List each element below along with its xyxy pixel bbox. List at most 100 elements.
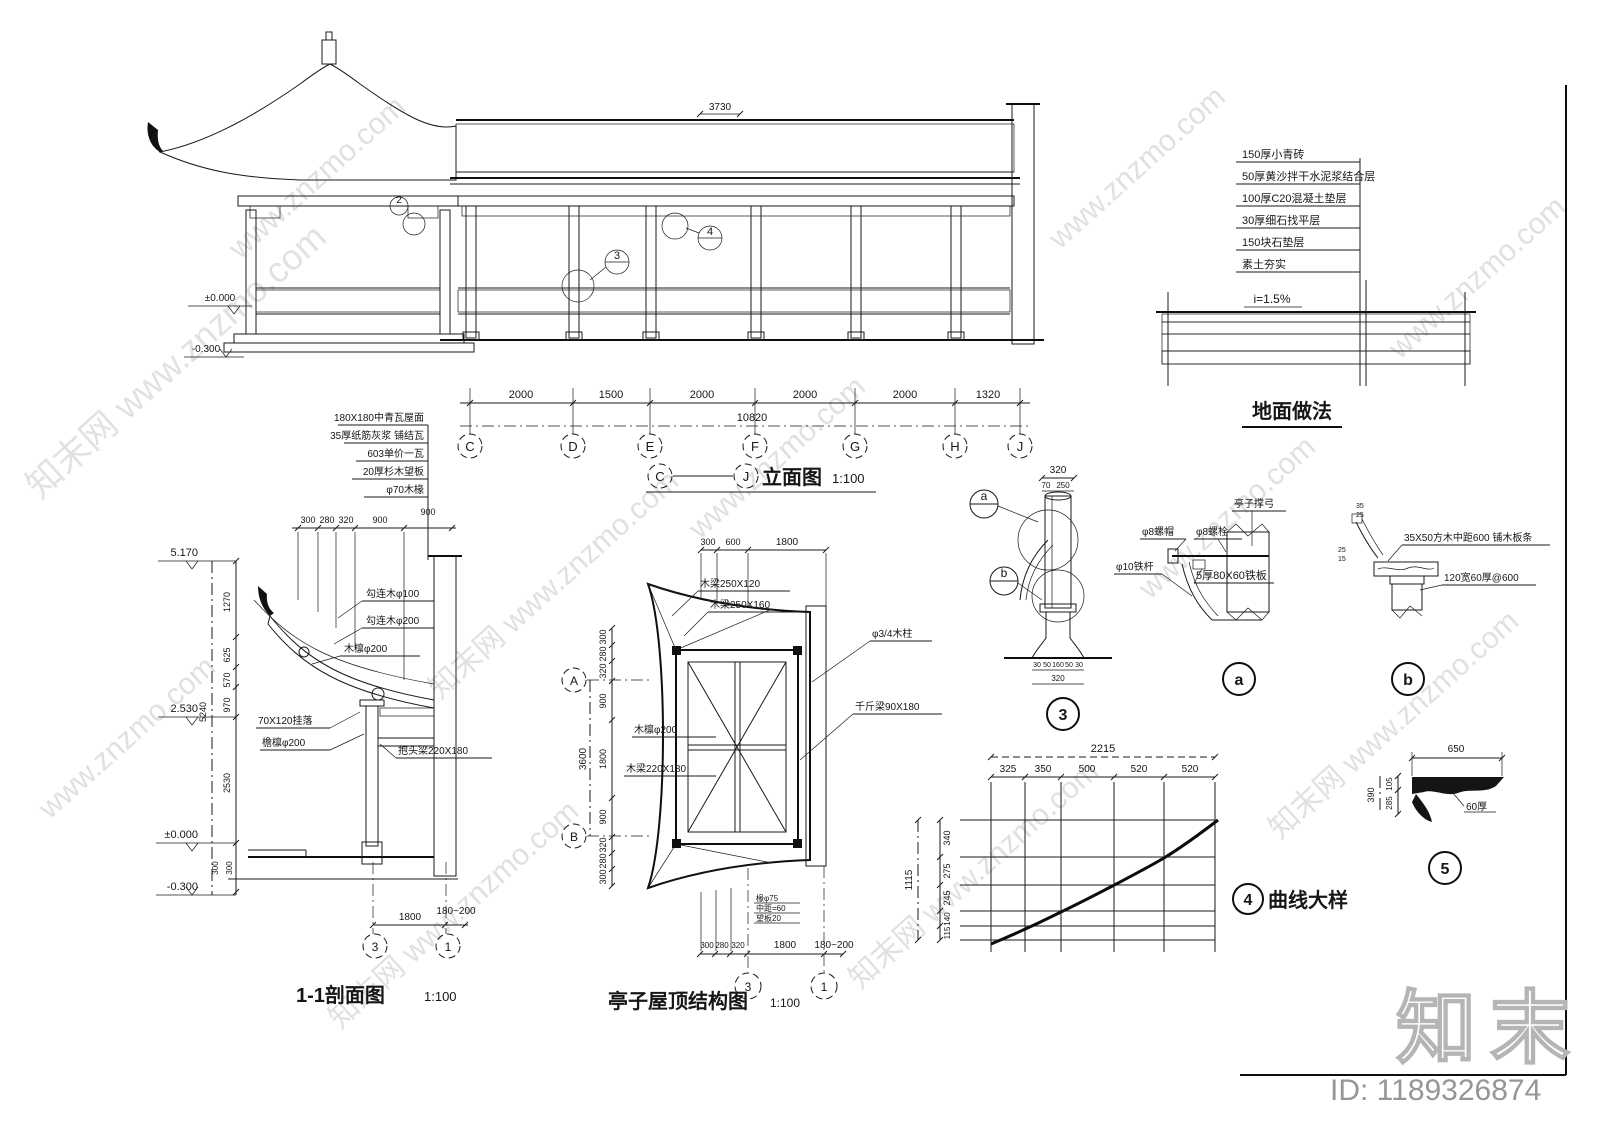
dim-total-label: 1115	[904, 869, 915, 890]
platform-step	[233, 333, 465, 344]
dim-label: 625	[222, 647, 232, 662]
dim-label: 320	[598, 837, 608, 852]
dim-label: 30	[1075, 662, 1083, 669]
grid-label: 3	[745, 980, 752, 994]
dim-label: 900	[598, 809, 608, 824]
detail-number: b	[1403, 672, 1413, 689]
level-label: -0.300	[167, 881, 198, 893]
dim-label: 275	[942, 863, 952, 878]
part-label: 60厚	[1466, 801, 1487, 813]
eave-curve	[267, 614, 435, 709]
callout-label: 35厚纸筋灰浆 铺结瓦	[330, 429, 424, 442]
rafter-note: 椽φ75 中距=60 望板20	[754, 893, 800, 924]
dim-label: 280	[598, 646, 608, 661]
column-plinths	[462, 331, 965, 341]
end-wall-pier	[1011, 103, 1035, 345]
elevation-dim-chain: 2000 1500 2000 2000 2000 1320 10820 C D …	[457, 388, 1033, 459]
detail-number: 5	[1441, 861, 1450, 878]
drawing-title: 立面图	[762, 465, 822, 489]
elevation-drawing: ±0.000 -0.300 3730 2 3 4 2000 1500 2000 …	[147, 31, 1044, 493]
dim-label: 245	[942, 890, 952, 905]
hanging-lattice	[461, 205, 1011, 217]
detail-number: 3	[1059, 707, 1068, 724]
pavilion-lattice	[407, 205, 439, 219]
detail-a: 亭子撑弓 φ8螺帽 φ8螺栓 φ10铁杆 5厚80X60铁板 a	[1114, 497, 1286, 696]
callout-label: 603单价一瓦	[367, 448, 424, 460]
pier-hatch	[1391, 583, 1423, 611]
dim-total-label: 5240	[198, 702, 208, 722]
bracket-scroll	[1412, 794, 1432, 822]
bubble-a: a	[969, 489, 1039, 523]
bubble-label: 2	[396, 195, 402, 206]
section-wall	[433, 555, 457, 877]
level-label: ±0.000	[205, 293, 236, 304]
pavilion-roof	[158, 63, 457, 181]
detail-3: 320 70 250 a b 30 50 160 50 30 320 3	[969, 465, 1112, 731]
detail-bubble-4: 4	[661, 212, 723, 251]
watermark-text: 知末网 www.znzmo.com	[18, 216, 334, 506]
detail-number: a	[1235, 672, 1244, 689]
dim-label: 180~200	[436, 906, 476, 917]
drawing-scale: 1:100	[424, 989, 457, 1004]
part-label: 木檩φ200	[634, 723, 678, 736]
ground-construction: 150厚小青砖 50厚黄沙拌干水泥浆结合层 100厚C20混凝土垫层 30厚细石…	[1156, 147, 1476, 428]
dim-label: 280	[319, 515, 334, 525]
purlin-circle	[298, 646, 310, 658]
layer-label: 30厚细石找平层	[1242, 213, 1320, 227]
corridor-columns	[465, 205, 962, 339]
dim-label: 570	[222, 672, 232, 687]
pavilion-eave-tip	[147, 122, 163, 152]
dim-label: 280	[715, 941, 729, 950]
grid-label: E	[646, 439, 655, 454]
detail-b: 35 25 25 15 35X50方木中距600 铺木板条 120宽60厚@60…	[1338, 503, 1550, 696]
grid-label: F	[751, 439, 759, 454]
dim-label: 2000	[893, 389, 917, 401]
dim-label: 2530	[222, 773, 232, 793]
elevation-title: C J 立面图 1:100	[646, 463, 876, 493]
dim-label: 300	[598, 869, 608, 884]
layer-label: 素土夯实	[1242, 257, 1286, 271]
bubble-label: 3	[614, 250, 620, 262]
dim-label: 280	[598, 853, 608, 868]
dim-label: 50	[1065, 662, 1073, 669]
part-label: 120宽60厚@600	[1444, 571, 1519, 584]
note-label: 望板20	[756, 913, 781, 923]
dim-label: 320	[1050, 465, 1067, 476]
dim-total-label: 320	[1051, 674, 1065, 683]
dim-label: 300	[300, 515, 315, 525]
pavilion-lattice	[249, 205, 281, 219]
dim-label: 900	[372, 515, 387, 525]
dim-label: 115	[943, 926, 952, 939]
dim-label: 325	[1000, 764, 1017, 775]
dim-label: 650	[1448, 744, 1465, 755]
dim-label: 250	[1056, 481, 1070, 490]
detail-number: 4	[1244, 892, 1253, 909]
dim-label: 600	[725, 537, 740, 547]
eave-tip	[258, 586, 274, 616]
platform-step	[223, 342, 475, 353]
dim-label: 25	[1356, 512, 1364, 519]
grid-label: G	[850, 439, 860, 454]
dim-total-label: 390	[1366, 787, 1376, 802]
layer-label: 150厚小青砖	[1242, 147, 1304, 161]
part-label: 亭子撑弓	[1234, 497, 1274, 510]
drawing-scale: 1:100	[770, 996, 800, 1010]
grid-label: J	[1017, 439, 1024, 454]
dim-label: 50	[1043, 662, 1051, 669]
eave-curve-line	[990, 818, 1219, 946]
dim-label: 300	[225, 861, 234, 875]
dim-label: 350	[1035, 764, 1052, 775]
part-label: φ10铁杆	[1116, 560, 1154, 573]
drawing-title: 曲线大样	[1268, 888, 1348, 912]
dim-label: 285	[1385, 796, 1394, 810]
dim-label: 300	[700, 537, 715, 547]
layer-label: 100厚C20混凝土垫层	[1242, 191, 1347, 205]
part-label: 5厚80X60铁板	[1196, 568, 1267, 582]
part-label: 抱头梁220X180	[398, 744, 468, 757]
level-label: ±0.000	[164, 829, 198, 841]
dim-label: 1270	[222, 592, 232, 612]
bubble-b: b	[989, 566, 1043, 601]
grid-bubbles: C D E F G H J	[457, 433, 1033, 459]
